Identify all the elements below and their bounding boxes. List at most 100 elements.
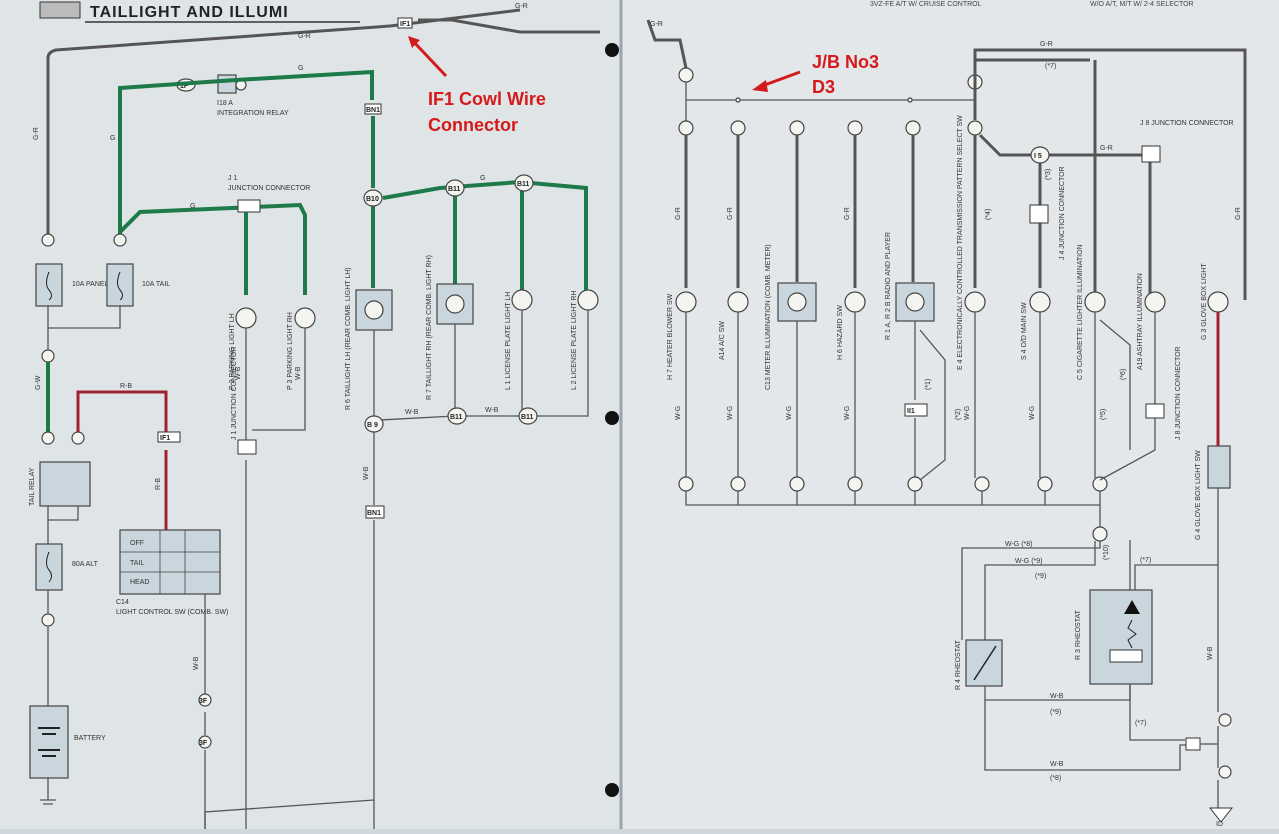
- ground-symbol: [1208, 807, 1234, 823]
- wire-label: W-G: [786, 406, 793, 420]
- wire-label: (*5): [1100, 409, 1107, 420]
- connector-label: B11: [521, 414, 534, 421]
- rheostat-r3: [1089, 589, 1153, 685]
- wire-label: (*7): [1135, 720, 1146, 727]
- connector-label: B11: [517, 181, 530, 188]
- wire-gr-top: [46, 8, 521, 238]
- wire-label: G: [480, 175, 485, 182]
- wire-label: W-B: [295, 366, 302, 380]
- wire-gr-mid: [973, 58, 1090, 120]
- annotation-jb-line1: J/B No3: [812, 52, 879, 72]
- wire-label: G-R: [1235, 207, 1242, 220]
- wire-label: W-G: [844, 406, 851, 420]
- wire-label: G-R: [844, 207, 851, 220]
- rheostat-r4: [965, 639, 1003, 687]
- hazard-sw: [844, 291, 866, 313]
- connector-label: B 9: [367, 422, 378, 429]
- connector-b11: [514, 174, 534, 192]
- wire-label: W-B: [405, 409, 419, 416]
- section-icon: [39, 1, 81, 19]
- s4-label: S 4 O/D MAIN SW: [1021, 302, 1028, 360]
- wire-gr-ashtray: [978, 133, 1152, 300]
- l1-label: L 1 LICENSE PLATE LIGHT LH: [505, 292, 512, 390]
- wire-label: R-B: [120, 383, 132, 390]
- integration-relay-name: INTEGRATION RELAY: [217, 110, 289, 117]
- right-page: [622, 0, 1279, 829]
- fuse-alt-label: 80A ALT: [72, 561, 99, 568]
- r1-label: R 1 A, R 2 B RADIO AND PLAYER: [885, 232, 892, 340]
- license-light-rh: [577, 289, 599, 311]
- a19-label: A19 ASHTRAY ILLUMINATION: [1137, 273, 1144, 370]
- a14-label: A14 A/C SW: [719, 321, 726, 360]
- parking-light-rh: [294, 307, 316, 329]
- switch-head: HEAD: [130, 579, 149, 586]
- r3-label: R 3 RHEOSTAT: [1075, 609, 1082, 660]
- c13-label: C13 METER ILLUMINATION (COMB. METER): [765, 244, 772, 390]
- integration-relay: [217, 74, 237, 94]
- wire-label: G-R: [675, 207, 682, 220]
- switch-tail: TAIL: [130, 560, 144, 567]
- connector-label: BN1: [366, 107, 380, 114]
- wire-label: G-R: [298, 33, 311, 40]
- wire-label: G-R: [1040, 41, 1053, 48]
- wire-label: W-B: [193, 656, 200, 670]
- fuse-tail-label: 10A TAIL: [142, 281, 170, 288]
- tail-relay-label: TAIL RELAY: [29, 467, 36, 506]
- connector-label: B10: [366, 196, 379, 203]
- wire-gr-verticals: [684, 135, 977, 288]
- ground-label: ID: [1216, 821, 1223, 828]
- connector-label: IF1: [160, 435, 170, 442]
- wire-g-main: [118, 69, 374, 238]
- jc1b-connector: [237, 439, 257, 455]
- r6-label: R 6 TAILLIGHT LH (REAR COMB. LIGHT LH): [345, 267, 352, 410]
- switch-off: OFF: [130, 540, 144, 547]
- light-control-switch: [119, 529, 221, 595]
- connector-label: I 5: [1034, 153, 1042, 160]
- jc1-id: J 1: [228, 175, 237, 182]
- bn1-connector: [364, 103, 382, 115]
- wire-rb: [76, 390, 168, 440]
- fuse-alt: [35, 543, 63, 591]
- wire-label: G-R: [515, 3, 528, 10]
- wire-label: (*3): [1045, 169, 1052, 180]
- wire-label: W-G: [1029, 406, 1036, 420]
- wire-gr-right: [418, 18, 600, 34]
- connector-b9: [364, 415, 384, 433]
- wire-label: G-R: [650, 21, 663, 28]
- wire-label: G-R: [1100, 145, 1113, 152]
- wire-label: W-B: [235, 366, 242, 380]
- g3-label: G 3 GLOVE BOX LIGHT: [1201, 263, 1208, 340]
- wire-label: (*8): [1050, 775, 1061, 782]
- wire-gr-right-top: [646, 19, 688, 69]
- p3-label: P 3 PARKING LIGHT RH: [287, 312, 294, 390]
- fuse-tail: [106, 263, 134, 307]
- right-header-1: 3VZ-FE A/T W/ CRUISE CONTROL: [870, 1, 982, 8]
- annotation-if1-line2: Connector: [428, 115, 518, 135]
- connector-label: BN1: [367, 510, 381, 517]
- ashtray-illumination: [1144, 291, 1166, 313]
- od-main-sw: [1029, 291, 1051, 313]
- r4-label: R 4 RHEOSTAT: [955, 639, 962, 690]
- j8-label: J 8 JUNCTION CONNECTOR: [1140, 120, 1234, 127]
- connector-label: II1: [907, 408, 915, 415]
- parking-light-lh: [235, 307, 257, 329]
- wire-label: (*6): [1120, 369, 1127, 380]
- connector-label: B11: [448, 186, 461, 193]
- license-light-lh: [511, 289, 533, 311]
- wire-label: W-G: [675, 406, 682, 420]
- binder-hole: [605, 783, 619, 797]
- wire-label: W-B: [363, 466, 370, 480]
- wire-label: W-B: [1050, 693, 1064, 700]
- fuse-panel: [35, 263, 63, 307]
- ac-sw: [727, 291, 749, 313]
- tail-relay: [39, 461, 91, 507]
- cigarette-illumination: [1084, 291, 1106, 313]
- light-control-id: C14: [116, 599, 129, 606]
- binder-hole: [605, 43, 619, 57]
- left-page: [0, 0, 622, 829]
- glove-box-sw: [1207, 445, 1231, 489]
- wire-label: G: [110, 135, 115, 142]
- wire-label: W-B: [1207, 646, 1214, 660]
- connector-label: 3F: [199, 698, 208, 705]
